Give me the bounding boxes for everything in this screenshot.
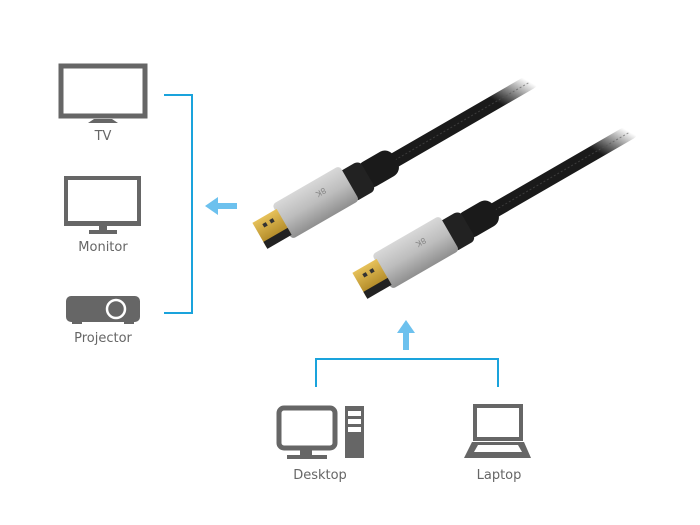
input-bracket	[315, 358, 499, 387]
laptop-label: Laptop	[476, 468, 522, 483]
tv-label: TV	[94, 129, 112, 144]
output-bracket	[164, 94, 193, 314]
monitor-icon	[64, 176, 141, 234]
arrow-left-icon	[205, 197, 237, 215]
desktop-icon	[276, 405, 364, 459]
arrow-up-icon	[397, 320, 415, 350]
desktop-label: Desktop	[293, 468, 347, 483]
projector-icon	[66, 296, 140, 324]
displayport-cable-b: 8K	[352, 124, 638, 299]
laptop-icon	[464, 404, 531, 458]
tv-icon	[58, 63, 148, 123]
projector-label: Projector	[74, 331, 132, 346]
displayport-cable-a: 8K	[252, 74, 538, 249]
monitor-label: Monitor	[78, 240, 128, 255]
